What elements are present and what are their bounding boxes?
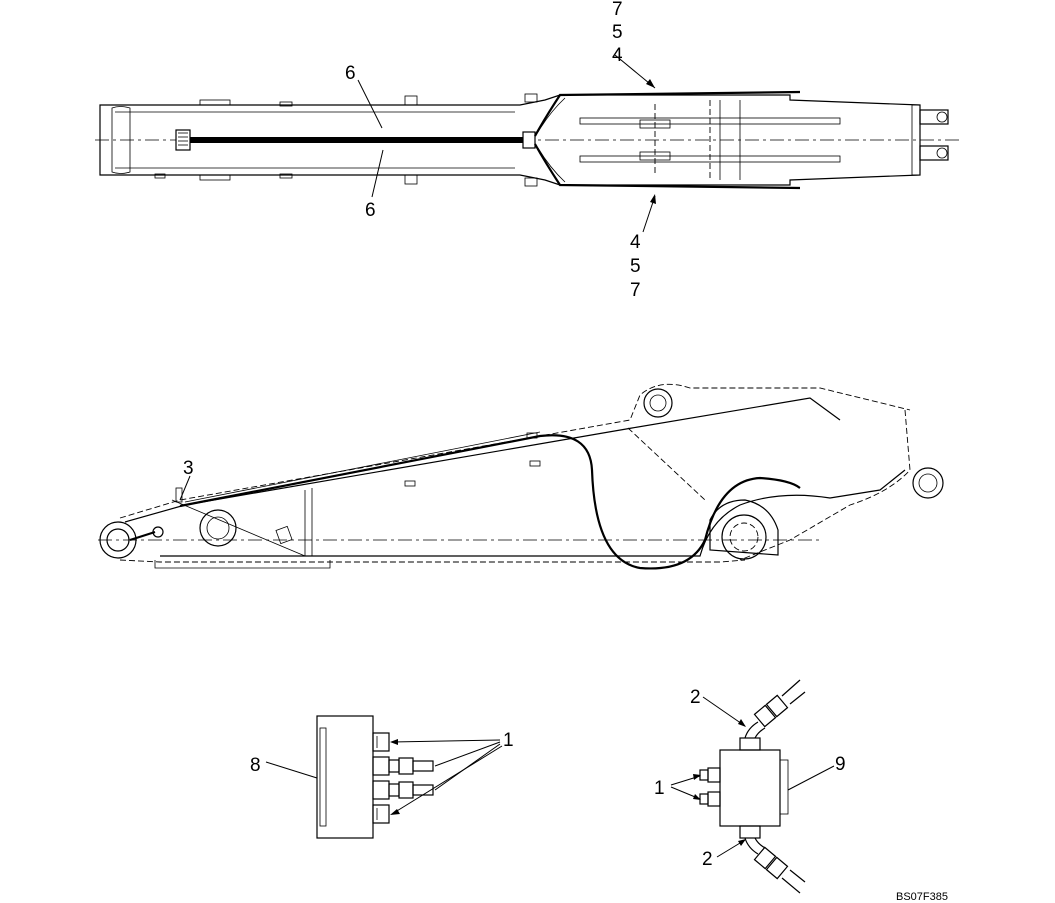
callout-2-top: 2 [690, 687, 701, 708]
callout-8: 8 [250, 755, 261, 776]
callout-2-bottom: 2 [702, 849, 713, 870]
callout-1-right: 1 [654, 778, 665, 799]
callout-5-upper: 5 [612, 22, 623, 43]
drawing-reference-code: BS07F385 [896, 891, 948, 903]
callout-5-lower: 5 [630, 256, 641, 277]
callout-4-lower: 4 [630, 232, 641, 253]
callout-6-lower: 6 [365, 200, 376, 221]
callout-6-upper: 6 [345, 63, 356, 84]
fittings-left [372, 732, 434, 824]
callout-1-left: 1 [503, 730, 514, 751]
callout-4-upper: 4 [612, 45, 623, 66]
detail-right-block [670, 679, 835, 894]
callout-7-lower: 7 [630, 280, 641, 301]
top-view-arm [95, 54, 960, 233]
callout-9: 9 [835, 754, 846, 775]
side-view-arm [98, 383, 944, 570]
callout-3: 3 [183, 458, 194, 479]
detail-left-block [265, 715, 503, 839]
callout-7-upper: 7 [612, 0, 623, 20]
